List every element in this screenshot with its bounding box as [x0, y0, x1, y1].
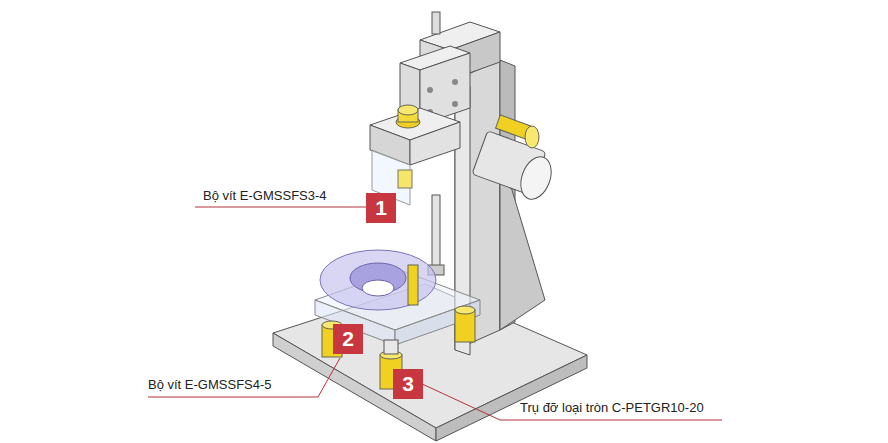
callout-box: 2 [333, 324, 363, 354]
callout-box: 1 [366, 193, 396, 223]
callout-number: 3 [402, 372, 414, 396]
callout-box: 3 [393, 369, 423, 399]
part-label: Bộ vít E-GMSSFS3-4 [203, 188, 327, 204]
part-label: Trụ đỡ loại tròn C-PETGR10-20 [520, 400, 704, 416]
part-label: Bộ vít E-GMSSFS4-5 [148, 377, 272, 393]
callout-number: 1 [375, 196, 387, 220]
callout-number: 2 [342, 327, 354, 351]
